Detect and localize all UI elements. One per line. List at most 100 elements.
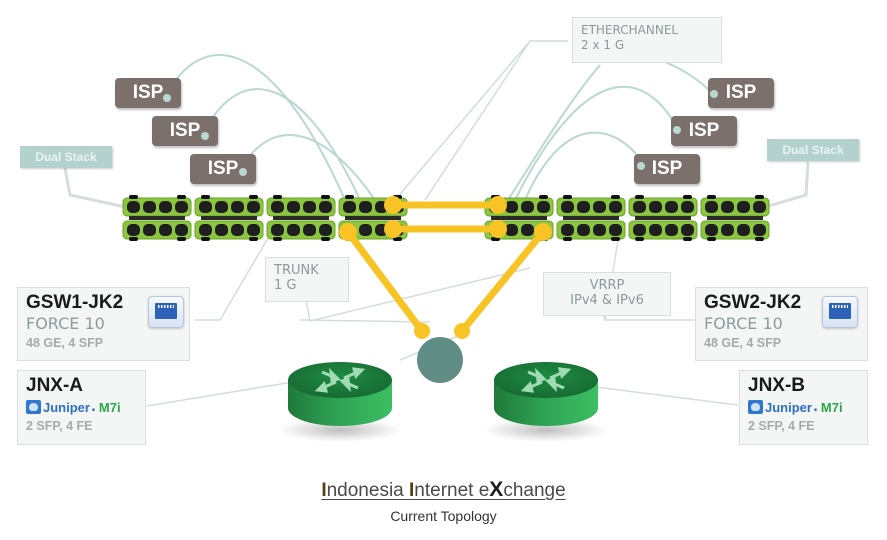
switch-port: [561, 201, 574, 213]
switch-port: [175, 224, 188, 236]
port-latch: [201, 195, 210, 199]
port-latch: [683, 237, 692, 241]
port-latch: [611, 195, 620, 199]
switch-port: [159, 201, 172, 213]
switch-port: [287, 224, 300, 236]
trunk-link-left: [344, 228, 426, 335]
etherchannel-title: ETHERCHANNEL: [581, 23, 679, 37]
diagram-subtitle: Current Topology: [390, 508, 497, 524]
switch-port: [215, 201, 228, 213]
port-latch: [635, 237, 644, 241]
vrrp-virtual-ip-circle: [417, 337, 463, 383]
switch-spec: 48 GE, 4 SFP: [704, 336, 782, 350]
switch-port-block: [194, 220, 264, 240]
switch-port: [649, 224, 662, 236]
port-latch: [249, 237, 258, 241]
switch-port: [577, 201, 590, 213]
juniper-logo-icon: [748, 400, 763, 414]
switch-divider: [491, 216, 547, 220]
etherchannel-leader: [394, 40, 568, 201]
isp-tag[interactable]: ISP: [152, 116, 218, 146]
switch-port: [705, 201, 718, 213]
switch-port: [215, 224, 228, 236]
port-latch: [563, 195, 572, 199]
port-latch: [707, 195, 716, 199]
switch-name: GSW1-JK2: [26, 292, 124, 313]
switch-port: [737, 224, 750, 236]
switch-port-block: [122, 220, 192, 240]
isp-tag[interactable]: ISP: [115, 78, 181, 108]
isp-uplinks-left: [165, 54, 376, 201]
switch-port: [143, 224, 156, 236]
dual-stack-label-left: Dual Stack: [20, 146, 112, 168]
port-latch: [491, 237, 500, 241]
dual-stack-label-right: Dual Stack: [767, 139, 859, 161]
switch-port: [271, 224, 284, 236]
router-info-jnx-a[interactable]: JNX-A Juniper . M7i 2 SFP, 4 FE: [17, 370, 146, 445]
title-word: change: [503, 480, 566, 501]
switch-divider: [129, 216, 185, 220]
trunk-note: TRUNK 1 G: [265, 257, 349, 302]
switch-info-gsw2[interactable]: GSW2-JK2 FORCE 10 48 GE, 4 SFP: [695, 287, 868, 361]
switch-port: [343, 201, 356, 213]
ethernet-port-icon: [822, 296, 858, 328]
switch-port: [231, 201, 244, 213]
switch-port-block: [628, 220, 698, 240]
isp-tag[interactable]: ISP: [708, 78, 774, 108]
switch-port-block: [556, 220, 626, 240]
vrrp-protocols: IPv4 & IPv6: [570, 293, 644, 308]
vrrp-title: VRRP: [589, 278, 625, 293]
port-latch: [321, 237, 330, 241]
switch-port: [537, 201, 550, 213]
port-latch: [177, 195, 186, 199]
port-latch: [177, 237, 186, 241]
switch-divider: [273, 216, 329, 220]
port-latch: [129, 195, 138, 199]
switch-port: [359, 201, 372, 213]
port-latch: [755, 195, 764, 199]
trunk-speed: 1 G: [274, 278, 297, 293]
router-name: JNX-A: [26, 375, 84, 396]
router-a-icon[interactable]: [278, 362, 402, 442]
diagram-title: Indonesia Internet eXchange: [0, 478, 887, 502]
etherchannel-speed: 2 x 1 G: [581, 38, 625, 52]
router-model: M7i: [98, 399, 121, 415]
router-b-icon[interactable]: [484, 362, 608, 442]
switch-port: [127, 201, 140, 213]
switch-port: [127, 224, 140, 236]
title-initial-x: X: [489, 478, 504, 501]
port-latch: [683, 195, 692, 199]
switch-port: [705, 224, 718, 236]
switch-port: [271, 201, 284, 213]
switch-divider: [201, 216, 257, 220]
switch-port: [753, 224, 766, 236]
switch-port: [199, 224, 212, 236]
title-initial-i: I: [321, 480, 327, 501]
brand-dot: .: [90, 399, 96, 415]
port-latch: [273, 237, 282, 241]
isp-tag[interactable]: ISP: [671, 116, 737, 146]
switch-port: [593, 201, 606, 213]
switch-port: [359, 224, 372, 236]
router-info-jnx-b[interactable]: JNX-B Juniper . M7i 2 SFP, 4 FE: [739, 370, 868, 445]
switch-port: [199, 201, 212, 213]
title-word: ndonesia: [326, 480, 410, 501]
port-latch: [345, 195, 354, 199]
trunk-title: TRUNK: [274, 263, 319, 278]
isp-uplink: [507, 64, 601, 201]
switch-spec: 48 GE, 4 SFP: [26, 336, 104, 350]
switch-port: [665, 224, 678, 236]
isp-uplink: [241, 134, 376, 201]
switch-port: [521, 201, 534, 213]
switch-port: [721, 201, 734, 213]
switch-port: [609, 201, 622, 213]
switch-port: [753, 201, 766, 213]
port-latch: [393, 237, 402, 241]
switch-info-gsw1[interactable]: GSW1-JK2 FORCE 10 48 GE, 4 SFP: [17, 287, 190, 361]
port-latch: [539, 195, 548, 199]
ethernet-port-icon: [148, 296, 184, 328]
isp-tag[interactable]: ISP: [634, 154, 700, 184]
isp-uplink: [524, 131, 646, 201]
link-endpoints: [339, 196, 552, 339]
title-word: nternet e: [414, 480, 490, 501]
